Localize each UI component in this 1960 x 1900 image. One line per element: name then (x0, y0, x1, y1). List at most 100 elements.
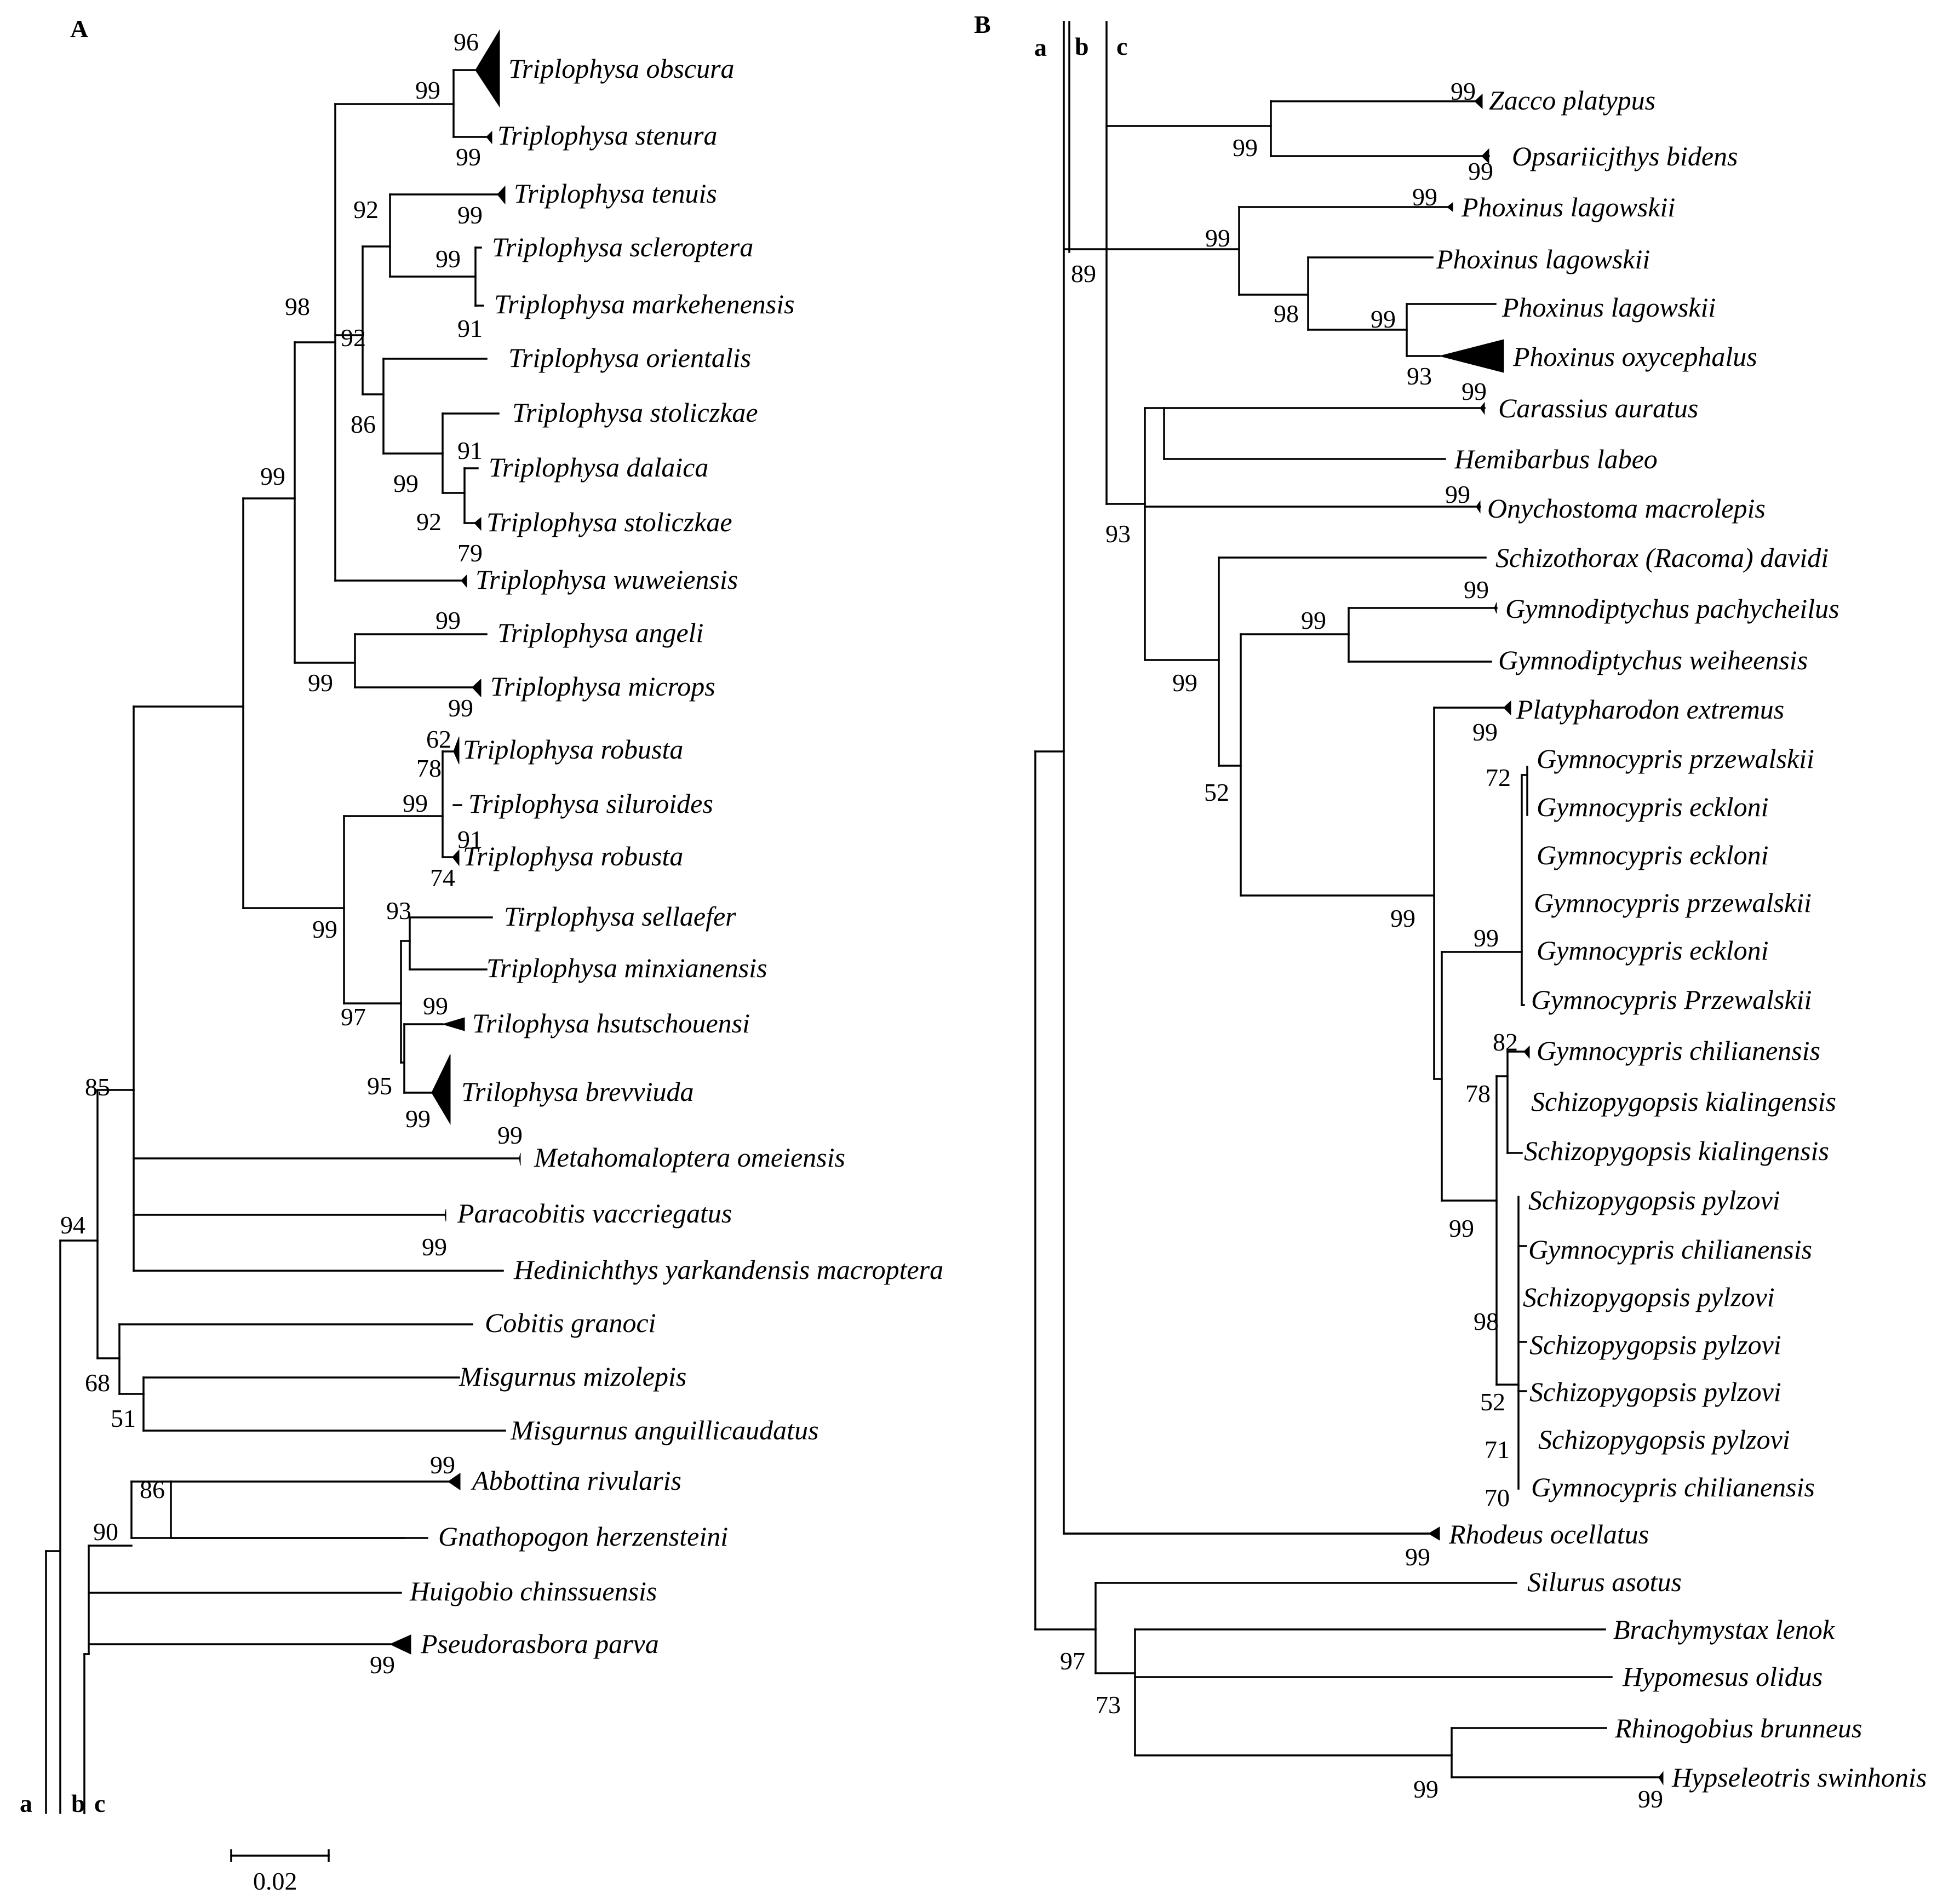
panel-b-support-values: 99 99 99 89 99 99 98 99 93 99 99 93 99 9… (1060, 77, 1663, 1813)
taxon-label: Triplophysa stoliczkae (512, 397, 758, 428)
taxon-label: Schizopygopsis pylzovi (1523, 1282, 1775, 1312)
taxon-label: Metahomaloptera omeiensis (534, 1142, 845, 1173)
taxon-label: Onychostoma macrolepis (1487, 493, 1766, 524)
group-label-b: b (1075, 32, 1089, 60)
taxon-label: Gymnocypris chilianensis (1531, 1472, 1815, 1502)
taxon-label: Gymnodiptychus pachycheilus (1505, 593, 1839, 624)
taxon-label: Gymnocypris chilianensis (1528, 1234, 1812, 1265)
support-value: 74 (430, 864, 455, 892)
support-value: 70 (1485, 1484, 1510, 1512)
collapsed-clade-triangle (1476, 500, 1481, 514)
taxon-label: Gymnocypris chilianensis (1537, 1035, 1820, 1066)
support-value: 99 (415, 76, 440, 104)
taxon-label: Gymnocypris eckloni (1537, 791, 1768, 822)
support-value: 98 (1274, 300, 1299, 328)
collapsed-clade-triangle (444, 1209, 446, 1222)
support-value: 93 (1407, 362, 1432, 390)
taxon-label: Phoxinus lagowskii (1501, 292, 1716, 323)
support-value: 99 (422, 1233, 447, 1261)
taxon-label: Triplophysa robusta (463, 841, 683, 871)
support-value: 86 (351, 410, 376, 438)
taxon-label: Abbottina rivularis (471, 1465, 681, 1496)
taxon-label: Triplophysa microps (490, 671, 715, 702)
support-value: 99 (1205, 224, 1230, 252)
support-value: 97 (1060, 1647, 1085, 1675)
support-value: 93 (1105, 520, 1131, 548)
support-value: 99 (456, 143, 481, 171)
taxon-label: Rhinogobius brunneus (1614, 1713, 1862, 1743)
support-value: 93 (386, 897, 411, 925)
collapsed-clade-triangle (1481, 148, 1489, 164)
collapsed-clade-triangle (461, 574, 467, 588)
support-value: 99 (1464, 576, 1489, 604)
support-value: 91 (457, 825, 483, 853)
collapsed-clade-triangle (497, 185, 506, 205)
scale-bar-label: 0.02 (253, 1867, 297, 1895)
panel-b-branches (1034, 21, 1662, 1778)
support-value: 99 (1451, 77, 1476, 105)
support-value: 99 (423, 992, 448, 1020)
taxon-label: Triplophysa scleroptera (492, 232, 753, 262)
taxon-label: Gymnodiptychus weiheensis (1498, 645, 1808, 675)
taxon-label: Platypharodon extremus (1516, 694, 1784, 725)
panel-a-support-values: 96 99 99 99 92 99 91 98 92 86 91 99 92 7… (60, 28, 523, 1679)
taxon-label: Schizopygopsis kialingensis (1531, 1086, 1836, 1117)
group-label-a: a (20, 1789, 32, 1817)
support-value: 92 (353, 196, 379, 223)
group-label-a: a (1034, 33, 1047, 61)
support-value: 86 (140, 1476, 165, 1503)
support-value: 99 (308, 669, 333, 697)
collapsed-clade-triangle (486, 130, 492, 145)
collapsed-clade-triangle (431, 1054, 451, 1125)
support-value: 99 (403, 789, 428, 817)
support-value: 98 (285, 292, 310, 320)
support-value: 99 (1462, 377, 1487, 405)
collapsed-clade-triangle (474, 516, 482, 531)
support-value: 99 (435, 245, 461, 273)
taxon-label: Gymnocypris przewalskii (1534, 887, 1812, 918)
support-value: 99 (1449, 1214, 1474, 1242)
collapsed-clade-triangle (442, 1017, 465, 1031)
support-value: 99 (1371, 305, 1396, 333)
group-label-c: c (94, 1789, 105, 1817)
taxon-label: Triplophysa tenuis (514, 178, 717, 209)
taxon-label: Triplophysa dalaica (489, 452, 708, 483)
support-value: 99 (497, 1121, 523, 1149)
support-value: 91 (457, 437, 483, 464)
scale-bar: 0.02 (230, 1849, 330, 1895)
support-value: 99 (1638, 1785, 1663, 1813)
support-value: 95 (367, 1072, 392, 1100)
support-value: 90 (93, 1518, 118, 1546)
taxon-label: Gnathopogon herzensteini (438, 1521, 728, 1552)
support-value: 68 (85, 1369, 110, 1397)
collapsed-clade-triangle (452, 849, 460, 866)
taxon-label: Hemibarbus labeo (1454, 444, 1658, 474)
taxon-label: Schizopygopsis pylzovi (1529, 1376, 1781, 1407)
taxon-label: Triplophysa markehenensis (494, 289, 795, 319)
collapsed-clade-triangle (1658, 1771, 1664, 1786)
support-value: 85 (85, 1073, 110, 1101)
support-value: 99 (435, 606, 461, 634)
panel-a: A (20, 15, 943, 1817)
taxon-label: Huigobio chinssuensis (409, 1576, 657, 1606)
support-value: 99 (1472, 718, 1498, 746)
taxon-label: Gymnocypris przewalskii (1537, 743, 1814, 774)
support-value: 73 (1096, 1691, 1121, 1719)
support-value: 52 (1204, 778, 1229, 806)
collapsed-clade-triangle (389, 1634, 411, 1655)
panel-a-group-labels: a b c (20, 1789, 105, 1817)
taxon-label: Zacco platypus (1489, 85, 1655, 116)
taxon-label: Hypseleotris swinhonis (1671, 1762, 1927, 1793)
support-value: 99 (1474, 924, 1499, 952)
taxon-label: Triplophysa robusta (463, 734, 683, 765)
support-value: 51 (111, 1404, 136, 1432)
collapsed-clade-triangle (1439, 339, 1504, 373)
taxon-label: Hedinichthys yarkandensis macroptera (513, 1254, 943, 1285)
support-value: 78 (416, 754, 442, 782)
collapsed-clade-triangle (1480, 401, 1485, 415)
support-value: 99 (312, 915, 337, 943)
taxon-label: Trilophysa hsutschouensi (472, 1008, 750, 1038)
taxon-label: Triplophysa stenura (497, 120, 717, 151)
support-value: 99 (393, 469, 419, 497)
panel-b-label: B (974, 10, 991, 38)
